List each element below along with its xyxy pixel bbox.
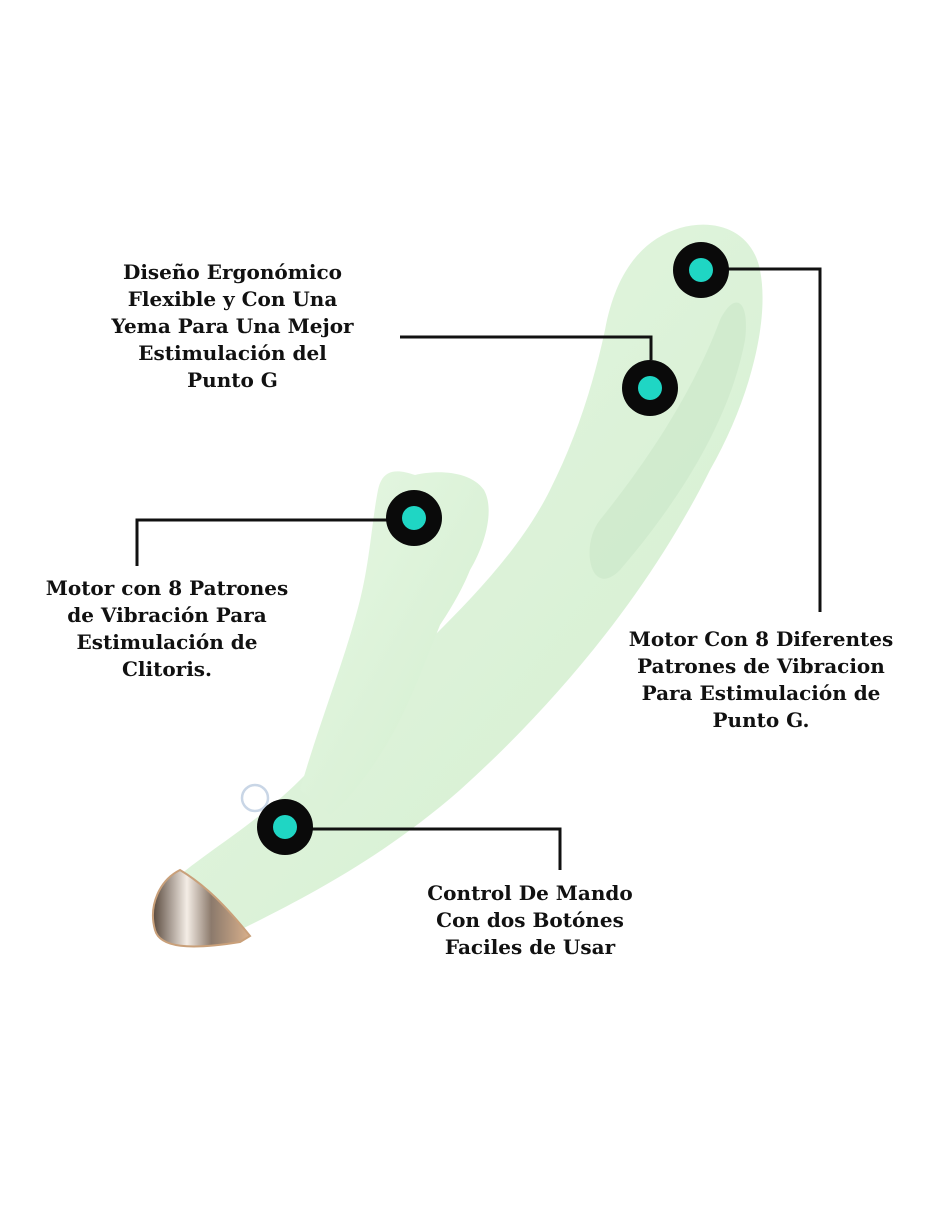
callout-gspot-motor: Motor Con 8 Diferentes Patrones de Vibra…: [582, 626, 940, 734]
main-shaft: [171, 224, 763, 931]
clitoral-arm: [300, 471, 489, 815]
callout-gspot-design: Diseño Ergonómico Flexible y Con Una Yem…: [60, 259, 405, 394]
leader-line-gspot-design: [400, 335, 653, 360]
shaft-shade: [589, 302, 746, 579]
leader-line-control: [310, 827, 562, 870]
metal-tip: [152, 868, 252, 948]
marker-gspot-tip: [673, 242, 729, 298]
marker-clitoral: [386, 490, 442, 546]
callout-line: Faciles de Usar: [444, 935, 616, 959]
callout-line: Yema Para Una Mejor: [111, 314, 354, 338]
callout-line: Estimulación del: [138, 341, 327, 365]
callout-line: Clitoris.: [121, 657, 213, 681]
callout-line: Motor Con 8 Diferentes: [628, 627, 894, 651]
callout-line: Para Estimulación de: [641, 681, 881, 705]
callout-line: Patrones de Vibracion: [637, 654, 885, 678]
marker-control: [257, 799, 313, 855]
callout-line: Diseño Ergonómico: [122, 260, 343, 284]
callout-line: Control De Mando: [427, 881, 633, 905]
callout-line: Punto G: [187, 368, 278, 392]
callout-line: Punto G.: [712, 708, 810, 732]
callout-line: Motor con 8 Patrones: [45, 576, 289, 600]
leader-line-clitoral: [135, 518, 390, 566]
callout-line: de Vibración Para: [67, 603, 267, 627]
callout-line: Con dos Botónes: [436, 908, 624, 932]
callout-clitoral-motor: Motor con 8 Patrones de Vibración Para E…: [0, 575, 334, 683]
callout-line: Flexible y Con Una: [127, 287, 338, 311]
marker-gspot-bulb: [622, 360, 678, 416]
callout-line: Estimulación de: [76, 630, 258, 654]
power-button-icon: [240, 783, 270, 813]
leader-line-gspot-tip: [725, 267, 822, 612]
callout-control: Control De Mando Con dos Botónes Faciles…: [380, 880, 680, 961]
